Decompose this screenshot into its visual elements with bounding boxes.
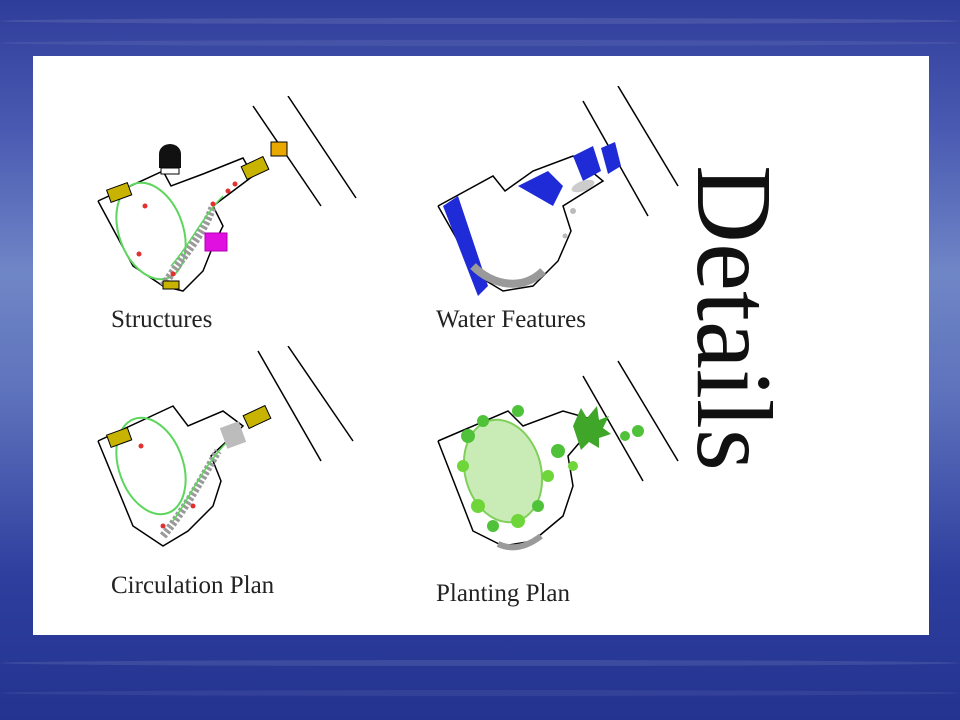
- water-features-caption: Water Features: [436, 306, 586, 333]
- slide-card: Structures Water Features Circulation Pl…: [33, 56, 929, 635]
- planting-plan-image: [437, 360, 679, 551]
- structures-plan-image: [97, 96, 357, 292]
- water-features-plan-image: [437, 86, 679, 296]
- circulation-plan-image: [97, 346, 354, 547]
- structures-caption: Structures: [111, 306, 213, 333]
- slide-title: Details: [674, 165, 793, 471]
- circulation-plan-caption: Circulation Plan: [111, 572, 275, 599]
- planting-plan-caption: Planting Plan: [436, 580, 571, 607]
